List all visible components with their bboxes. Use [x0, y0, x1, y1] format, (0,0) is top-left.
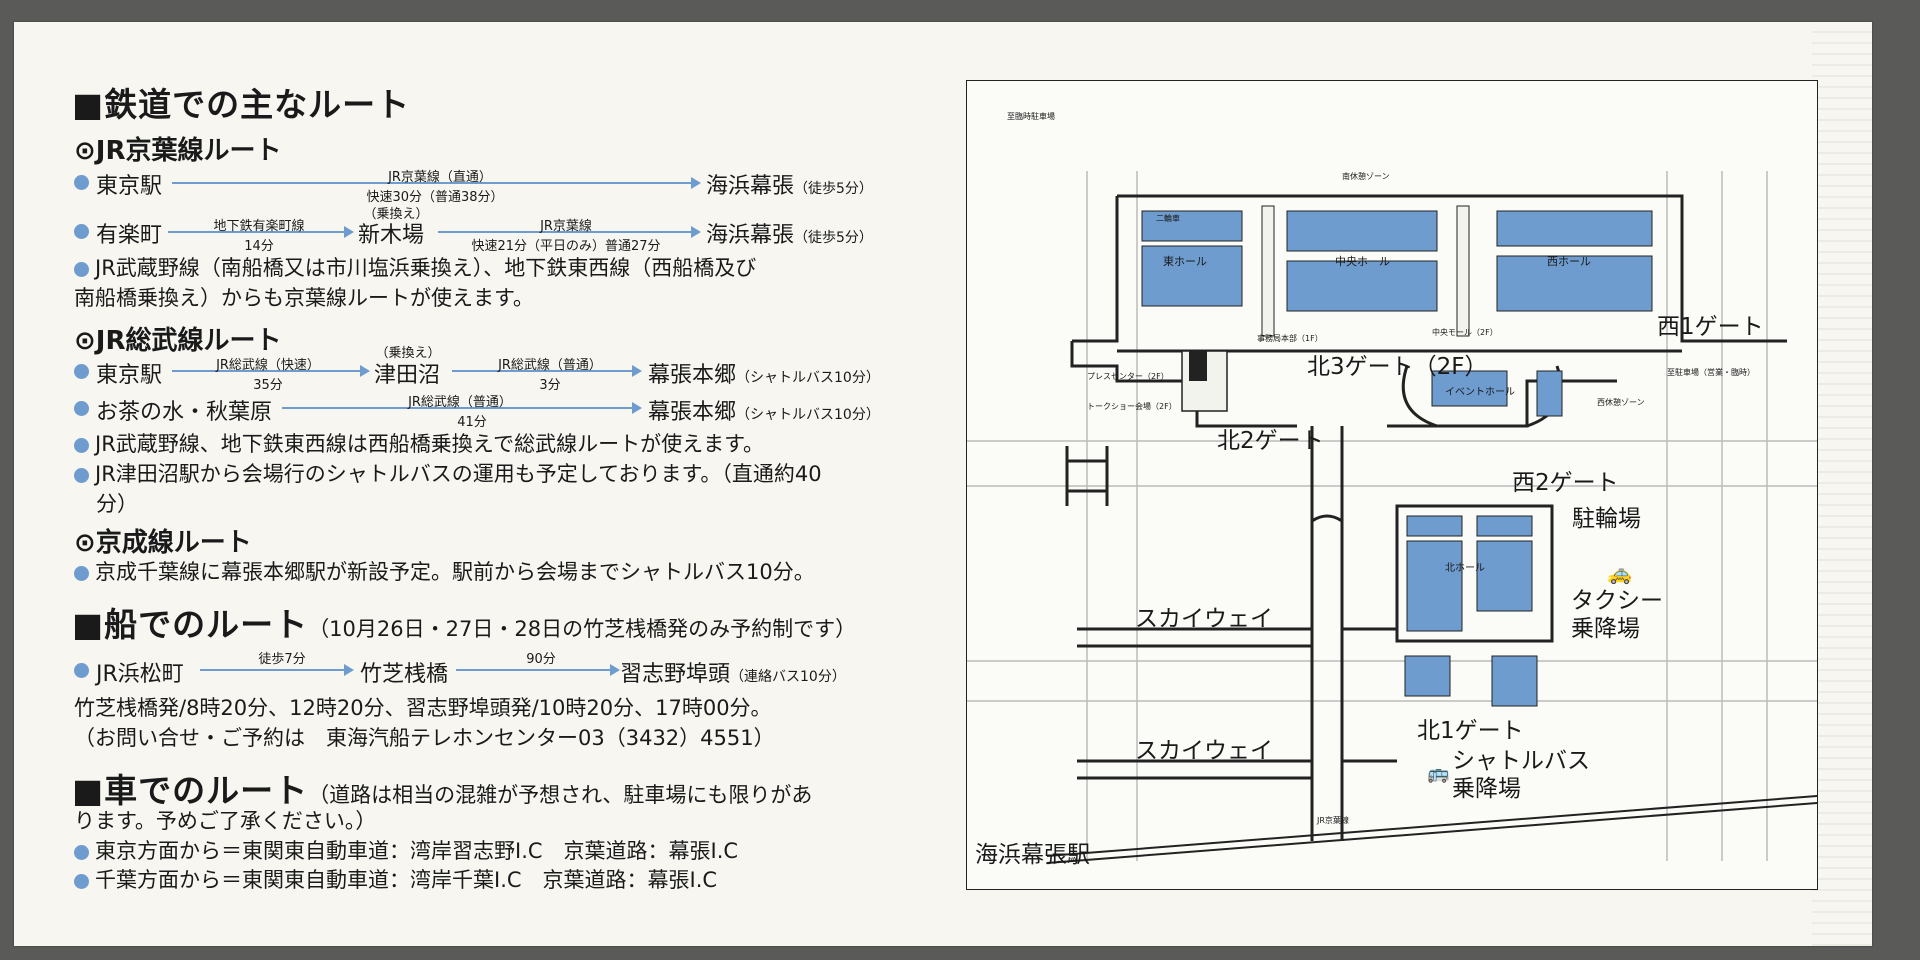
west-hall-label: 西ホール	[1547, 255, 1591, 268]
guide-label: 至臨時駐車場	[1007, 112, 1055, 121]
route-arrow	[282, 402, 642, 414]
route-time-label: 快速21分（平日のみ）普通27分	[471, 239, 661, 254]
route-arrow	[172, 365, 370, 377]
station-takeshiba: 竹芝桟橋	[360, 662, 449, 687]
station-tokyo: 東京駅	[96, 363, 163, 388]
two-wheel-label: 二輪車	[1156, 214, 1180, 223]
station-shinkiba: 新木場	[358, 223, 425, 248]
note-line: JR武蔵野線、地下鉄東西線は西船橋乗換えで総武線ルートが使えます。	[74, 428, 764, 458]
route-line-label: JR京葉線	[540, 219, 592, 234]
office-label: 事務局本部（1F）	[1257, 334, 1323, 343]
west-zone-label: 西休憩ゾーン	[1597, 398, 1645, 407]
route-time-label: 41分	[457, 415, 487, 430]
north-hall-label: 北ホール	[1445, 563, 1485, 574]
route-arrow	[452, 365, 642, 377]
central-hall-label: 中央ホール	[1335, 255, 1390, 268]
car-title: ■車でのルート（道路は相当の混雑が予想され、駐車場にも限りがあ	[72, 771, 813, 810]
bullet-icon	[74, 844, 89, 860]
station-kaihin-makuhari: 海浜幕張（徒歩5分）	[706, 174, 873, 199]
skyway-label: スカイウェイ	[1135, 606, 1273, 632]
transfer-label: （乗換え）	[375, 346, 441, 361]
bullet-icon	[74, 467, 89, 483]
jr-line-label: JR京葉線	[1317, 816, 1349, 825]
route-arrow	[200, 664, 354, 676]
station-makuhari-hongo: 幕張本郷（シャトルバス10分）	[648, 363, 880, 388]
event-hall-label: イベントホール	[1445, 387, 1515, 398]
route-arrow	[438, 226, 701, 238]
press-label: プレスセンター（2F）	[1087, 372, 1169, 381]
note-line: 分）	[96, 492, 138, 516]
note-line: ります。予めご了承ください。）	[74, 809, 377, 833]
map-drawing	[967, 171, 1817, 864]
bus-icon: 🚌	[1427, 763, 1450, 784]
north-gate-3: 北3ゲート（2F）	[1307, 354, 1488, 380]
note-line: 京成千葉線に幕張本郷駅が新設予定。駅前から会場までシャトルバス10分。	[74, 556, 815, 586]
bullet-icon	[74, 261, 89, 277]
route-line-label: 地下鉄有楽町線	[213, 219, 305, 234]
bullet-icon	[74, 565, 89, 581]
route-time-label: 3分	[539, 378, 561, 393]
station-narashino-pier: 習志野埠頭（連絡バス10分）	[620, 662, 846, 687]
shuttle-bus-label-2: 乗降場	[1452, 776, 1521, 802]
north-gate-2: 北2ゲート	[1217, 428, 1324, 454]
station-tokyo: 東京駅	[96, 174, 163, 199]
station-ochanomizu: お茶の水・秋葉原	[96, 400, 273, 425]
station-hamamatsucho: JR浜松町	[96, 662, 184, 687]
shuttle-bus-label: シャトルバス	[1452, 748, 1590, 774]
route-time-label: 徒歩7分	[258, 652, 306, 667]
north-gate-1: 北1ゲート	[1417, 718, 1524, 744]
bullet-icon	[74, 224, 89, 239]
note-line: 東京方面から＝東関東自動車道：湾岸習志野I.C 京葉道路：幕張I.C	[74, 835, 738, 865]
taxi-icon: 🚕	[1607, 561, 1632, 585]
bullet-icon	[74, 175, 89, 190]
route-time-label: 35分	[253, 378, 283, 393]
bullet-icon	[74, 663, 89, 678]
route-arrow	[172, 177, 701, 189]
route-line-label: JR京葉線（直通）	[388, 170, 492, 185]
route-line-label: JR総武線（普通）	[498, 358, 602, 373]
west-gate-1: 西1ゲート	[1657, 314, 1764, 340]
route-line-label: JR総武線（快速）	[216, 358, 320, 373]
bullet-icon	[74, 364, 89, 379]
route-time-label: 快速30分（普通38分）	[366, 190, 504, 205]
talkshow-label: トークショー会場（2F）	[1087, 402, 1177, 411]
route-line-label: JR総武線（普通）	[408, 395, 512, 410]
note-line: （お問い合せ・ご予約は 東海汽船テレホンセンター03（3432）4551）	[74, 726, 775, 750]
route-arrow	[456, 664, 620, 676]
station-yurakucho: 有楽町	[96, 223, 163, 248]
taxi-label: タクシー	[1571, 588, 1663, 614]
rail-title: ■鉄道での主なルート	[72, 85, 411, 124]
south-zone-label: 南休憩ゾーン	[1342, 172, 1390, 181]
transfer-label: （乗換え）	[363, 207, 429, 222]
bullet-icon	[74, 437, 89, 453]
taxi-label-2: 乗降場	[1571, 616, 1640, 642]
skyway-label-2: スカイウェイ	[1135, 738, 1273, 764]
note-line: 南船橋乗換え）からも京葉線ルートが使えます。	[74, 286, 534, 310]
note-line: JR津田沼駅から会場行のシャトルバスの運用も予定しております。（直通約40	[74, 458, 822, 488]
east-hall-label: 東ホール	[1163, 255, 1207, 268]
sobu-title: ⊙JR総武線ルート	[74, 326, 282, 356]
keisei-title: ⊙京成線ルート	[74, 528, 252, 558]
station-tsudanuma: 津田沼	[374, 363, 441, 388]
mall-label: 中央モール（2F）	[1432, 328, 1498, 337]
bicycle-parking-label: 駐輪場	[1572, 506, 1641, 532]
note-line: 千葉方面から＝東関東自動車道：湾岸千葉I.C 京葉道路：幕張I.C	[74, 864, 717, 894]
bullet-icon	[74, 873, 89, 889]
ship-title: ■船でのルート（10月26日・27日・28日の竹芝桟橋発のみ予約制です）	[72, 605, 857, 644]
west-gate-2: 西2ゲート	[1512, 470, 1619, 496]
route-time-label: 14分	[244, 239, 274, 254]
note-line: JR武蔵野線（南船橋又は市川塩浜乗換え）、地下鉄東西線（西船橋及び	[74, 252, 756, 282]
station-makuhari-hongo: 幕張本郷（シャトルバス10分）	[648, 400, 880, 425]
kaihin-makuhari-station: 海浜幕張駅	[975, 842, 1090, 868]
perforation-edge	[1812, 22, 1872, 946]
note-line: 竹芝桟橋発/8時20分、12時20分、習志野埠頭発/10時20分、17時00分。	[74, 696, 772, 720]
route-arrow	[168, 226, 354, 238]
parking-label: 至駐車場（営業・臨時）	[1667, 368, 1755, 377]
keiyo-title: ⊙JR京葉線ルート	[74, 136, 282, 166]
venue-map: 二輪車 東ホール 中央ホール 西ホール イベントホール 北ホール 南休憩ゾーン …	[966, 80, 1818, 890]
bullet-icon	[74, 401, 89, 416]
station-kaihin-makuhari: 海浜幕張（徒歩5分）	[706, 223, 873, 248]
route-time-label: 90分	[526, 652, 556, 667]
